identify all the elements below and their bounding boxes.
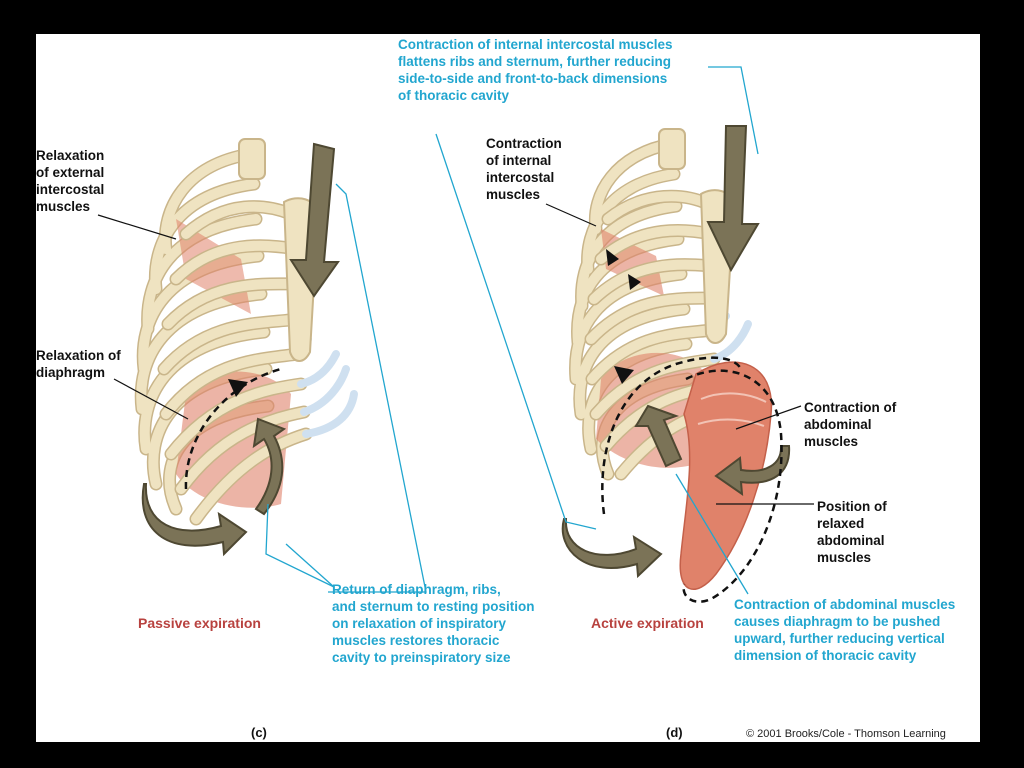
dashed-curve-passive <box>184 367 282 490</box>
small-arrow-up-passive <box>228 379 248 397</box>
label-relaxation-diaphragm: Relaxation of diaphragm <box>36 348 121 380</box>
label-position-relaxed-abdominal: Position of relaxed abdominal muscles <box>817 499 887 565</box>
down-arrow-passive <box>289 142 340 298</box>
title-active-expiration: Active expiration <box>591 615 704 631</box>
panel-label-c: (c) <box>251 725 267 740</box>
curved-arrow-left-active <box>561 518 663 579</box>
curved-arrow-right-active <box>714 445 791 497</box>
dashed-curve-active <box>601 356 743 515</box>
small-arrow-1 <box>606 249 619 266</box>
rib-cage-passive <box>134 138 358 557</box>
note-abdominal-contraction: Contraction of abdominal muscles causes … <box>734 597 956 663</box>
label-contraction-internal-intercostal: Contraction of internal intercostal musc… <box>486 136 562 202</box>
spine-vertebrae-active <box>658 128 686 170</box>
title-passive-expiration: Passive expiration <box>138 615 261 631</box>
panel-label-d: (d) <box>666 725 683 740</box>
note-internal-intercostal-contraction: Contraction of internal intercostal musc… <box>398 37 673 103</box>
label-contraction-abdominal: Contraction of abdominal muscles <box>804 400 897 449</box>
rib-cage-active <box>561 125 791 603</box>
small-arrow-2 <box>628 274 641 290</box>
up-arrow-active <box>634 404 683 468</box>
curved-arrow-up-passive <box>252 417 287 516</box>
note-return-to-resting: Return of diaphragm, ribs, and sternum t… <box>332 582 535 665</box>
diagram-art <box>97 66 814 603</box>
copyright-text: © 2001 Brooks/Cole - Thomson Learning <box>746 728 946 740</box>
spine-vertebrae <box>238 138 266 180</box>
small-arrow-up-active <box>614 366 634 384</box>
label-relaxation-external-intercostal: Relaxation of external intercostal muscl… <box>36 148 105 214</box>
slide: Relaxation of external intercostal muscl… <box>36 34 980 742</box>
curved-arrow-left-passive <box>141 483 248 557</box>
down-arrow-active <box>706 125 760 273</box>
